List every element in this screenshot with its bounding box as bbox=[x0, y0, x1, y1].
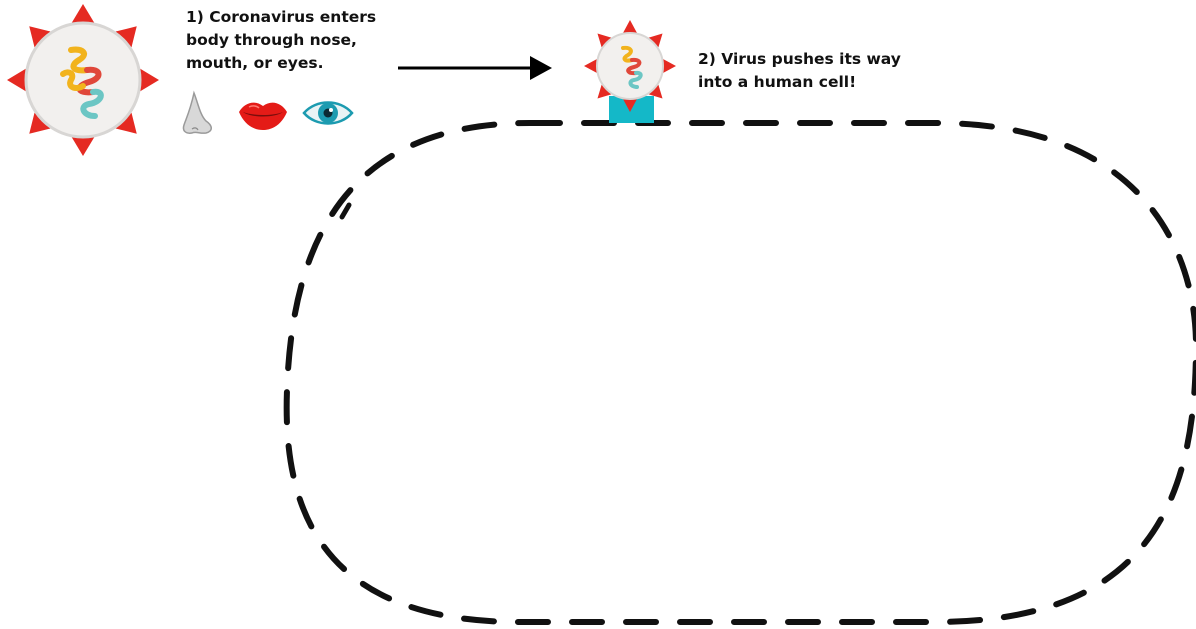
coronavirus-small-icon bbox=[584, 20, 676, 112]
virus-body-small bbox=[596, 32, 664, 100]
virus-body bbox=[24, 21, 142, 139]
cell-membrane-tick bbox=[339, 202, 352, 220]
lips-icon bbox=[239, 102, 287, 130]
progression-arrow bbox=[398, 56, 552, 80]
human-cell-membrane bbox=[283, 120, 1196, 625]
eye-icon bbox=[302, 101, 354, 125]
coronavirus-large-icon bbox=[7, 4, 159, 156]
virus-rna-strand-small bbox=[621, 45, 643, 89]
step-2-text: 2) Virus pushes its way into a human cel… bbox=[698, 50, 901, 91]
virus-spikes-small bbox=[584, 20, 676, 112]
nose-icon bbox=[182, 90, 212, 134]
step-1-text: 1) Coronavirus enters body through nose,… bbox=[186, 8, 377, 72]
virus-spikes bbox=[7, 4, 159, 156]
virus-rna-strand bbox=[60, 46, 104, 119]
